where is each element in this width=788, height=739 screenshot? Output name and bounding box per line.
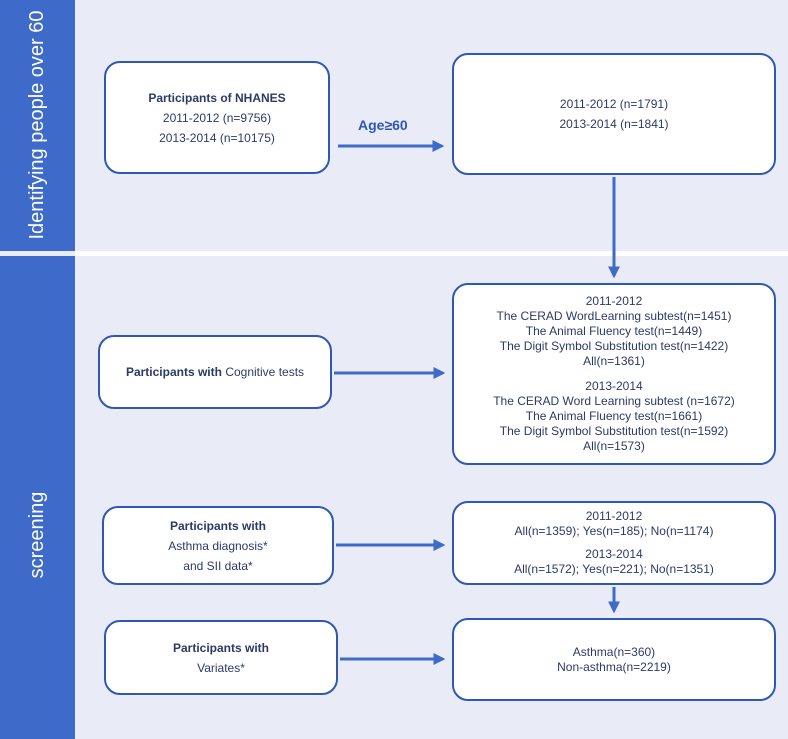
section-band-identifying [0, 0, 75, 251]
age-2013-count: 2013-2014 (n=1841) [559, 117, 669, 131]
asthma-2013-counts: All(n=1572); Yes(n=221); No(n=1351) [514, 562, 714, 576]
cog-2011-animal: The Animal Fluency test(n=1449) [525, 324, 703, 338]
cog-2011-digit: The Digit Symbol Substitution test(n=142… [499, 339, 729, 353]
cognitive-tests-bold: Participants with [125, 365, 222, 379]
cog-2013-cerad: The CERAD Word Learning subtest (n=1672) [493, 394, 735, 408]
asthma-2013-year: 2013-2014 [585, 547, 643, 561]
cog-2013-animal: The Animal Fluency test(n=1661) [525, 409, 703, 423]
cognitive-tests-label: Participants with Cognitive tests [126, 362, 304, 382]
variates-box: Participants with Variates* [104, 620, 338, 695]
cog-2011-year: 2011-2012 [585, 294, 643, 308]
cognitive-tests-rest: Cognitive tests [225, 365, 305, 379]
final-results-box: Asthma(n=360) Non-asthma(n=2219) [452, 618, 776, 701]
cog-2011-cerad: The CERAD WordLearning subtest(n=1451) [496, 309, 732, 323]
nhanes-title: Participants of NHANES [148, 90, 286, 105]
variates-title: Participants with [172, 640, 270, 655]
asthma-sii-line2: and SII data* [183, 558, 253, 573]
cog-2013-all: All(n=1573) [583, 439, 645, 453]
age-2011-count: 2011-2012 (n=1791) [559, 97, 669, 111]
asthma-results-box: 2011-2012 All(n=1359); Yes(n=185); No(n=… [452, 501, 776, 585]
asthma-sii-title: Participants with [169, 518, 267, 533]
asthma-sii-line1: Asthma diagnosis* [168, 538, 268, 553]
nhanes-2013-count: 2013-2014 (n=10175) [159, 130, 275, 145]
age-filter-label: Age≥60 [358, 117, 408, 133]
asthma-2011-counts: All(n=1359); Yes(n=185); No(n=1174) [514, 524, 714, 538]
age-filtered-box: 2011-2012 (n=1791) 2013-2014 (n=1841) [452, 53, 776, 175]
section-divider [75, 251, 788, 256]
nhanes-participants-box: Participants of NHANES 2011-2012 (n=9756… [104, 61, 330, 174]
nhanes-2011-count: 2011-2012 (n=9756) [162, 110, 272, 125]
final-asthma-count: Asthma(n=360) [572, 644, 656, 659]
cog-2011-all: All(n=1361) [583, 354, 645, 368]
variates-line1: Variates* [197, 660, 245, 675]
asthma-2011-year: 2011-2012 [585, 509, 643, 523]
asthma-sii-box: Participants with Asthma diagnosis* and … [102, 506, 334, 585]
cognitive-results-box: 2011-2012 The CERAD WordLearning subtest… [452, 283, 776, 465]
section-band-screening [0, 256, 75, 739]
cog-2013-year: 2013-2014 [585, 379, 643, 393]
cog-2013-digit: The Digit Symbol Substitution test(n=159… [499, 424, 729, 438]
cognitive-tests-box: Participants with Cognitive tests [98, 335, 332, 409]
final-nonasthma-count: Non-asthma(n=2219) [557, 659, 671, 674]
